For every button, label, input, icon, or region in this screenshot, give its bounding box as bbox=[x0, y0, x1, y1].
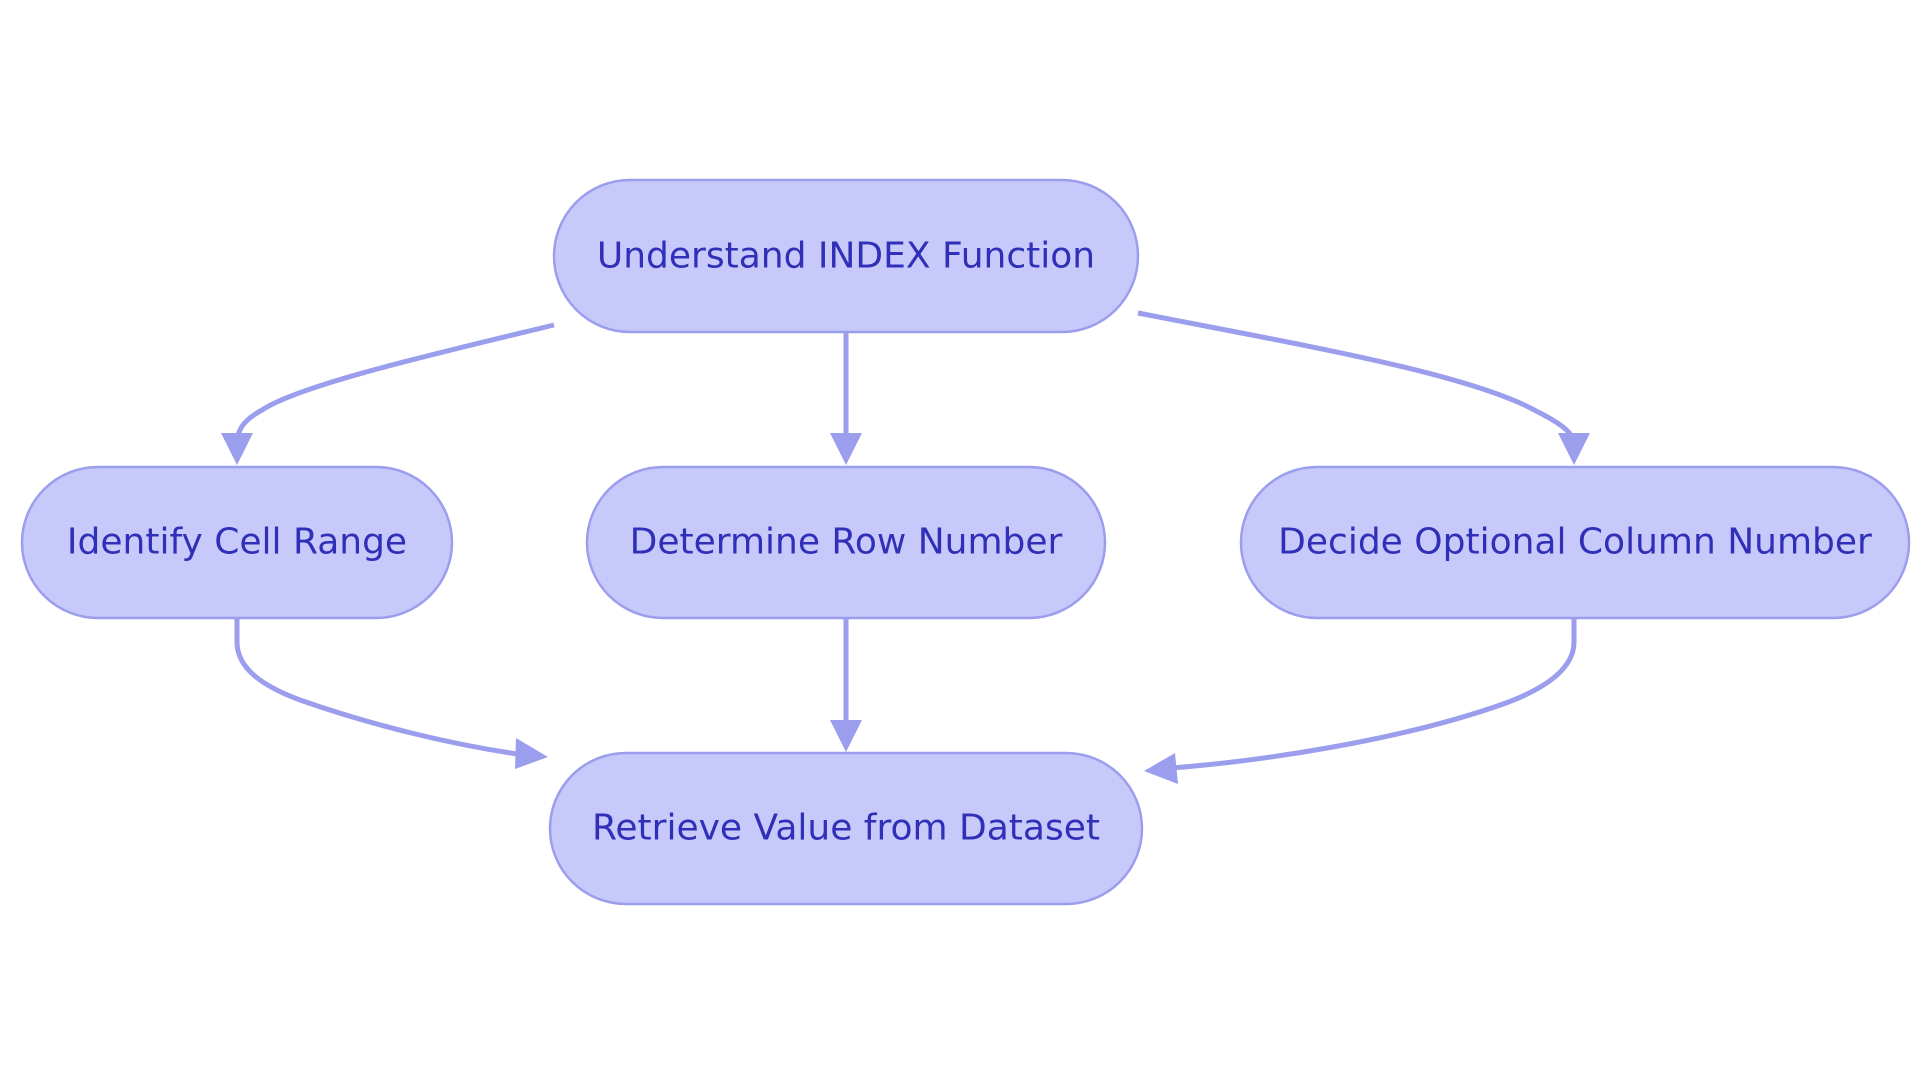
node-label: Determine Row Number bbox=[630, 522, 1063, 563]
edge-identify-to-retrieve bbox=[234, 618, 548, 769]
node-label: Decide Optional Column Number bbox=[1278, 522, 1872, 563]
edge-understand-to-identify bbox=[221, 322, 555, 465]
node-decide-optional-column-number: Decide Optional Column Number bbox=[1239, 465, 1911, 620]
edge-understand-to-row bbox=[830, 332, 862, 465]
node-label: Understand INDEX Function bbox=[597, 236, 1095, 277]
node-retrieve-value-from-dataset: Retrieve Value from Dataset bbox=[548, 751, 1144, 906]
edge-row-to-retrieve bbox=[830, 618, 862, 752]
edges bbox=[221, 310, 1590, 784]
node-identify-cell-range: Identify Cell Range bbox=[20, 465, 454, 620]
node-label: Retrieve Value from Dataset bbox=[592, 808, 1100, 849]
node-determine-row-number: Determine Row Number bbox=[585, 465, 1107, 620]
edge-column-to-retrieve bbox=[1144, 618, 1577, 784]
node-label: Identify Cell Range bbox=[67, 522, 407, 563]
edge-understand-to-column bbox=[1137, 310, 1590, 465]
node-understand-index-function: Understand INDEX Function bbox=[552, 178, 1140, 334]
